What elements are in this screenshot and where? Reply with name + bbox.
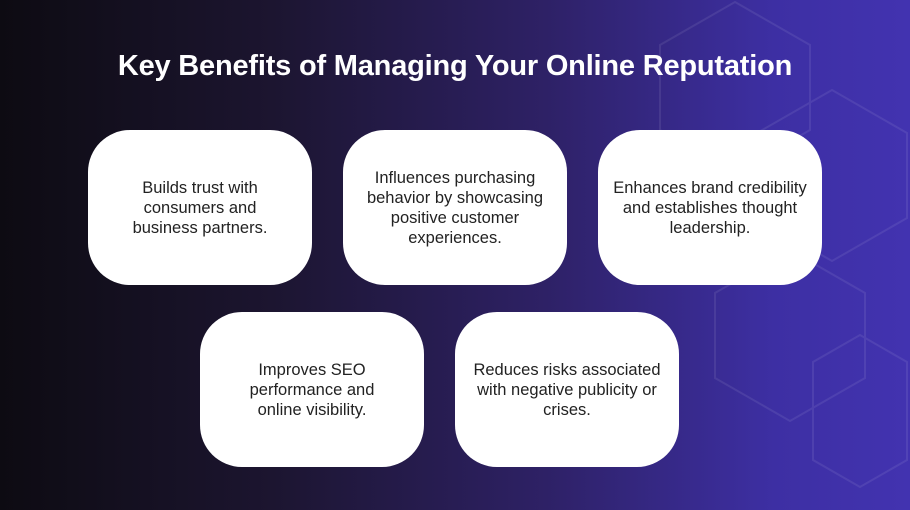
benefit-card-risks: Reduces risks associated with negative p…	[455, 312, 679, 467]
benefit-text: Reduces risks associated with negative p…	[473, 360, 661, 419]
benefit-card-trust: Builds trust with consumers and business…	[88, 130, 312, 285]
benefit-text: Enhances brand credibility and establish…	[613, 178, 807, 237]
benefit-card-credibility: Enhances brand credibility and establish…	[598, 130, 822, 285]
page-title: Key Benefits of Managing Your Online Rep…	[117, 50, 793, 82]
benefit-card-purchasing: Influences purchasing behavior by showca…	[343, 130, 567, 285]
benefit-text: Builds trust with consumers and business…	[132, 178, 268, 237]
benefit-text: Influences purchasing behavior by showca…	[366, 168, 544, 247]
benefit-card-seo: Improves SEO performance and online visi…	[200, 312, 424, 467]
benefit-text: Improves SEO performance and online visi…	[249, 360, 375, 419]
